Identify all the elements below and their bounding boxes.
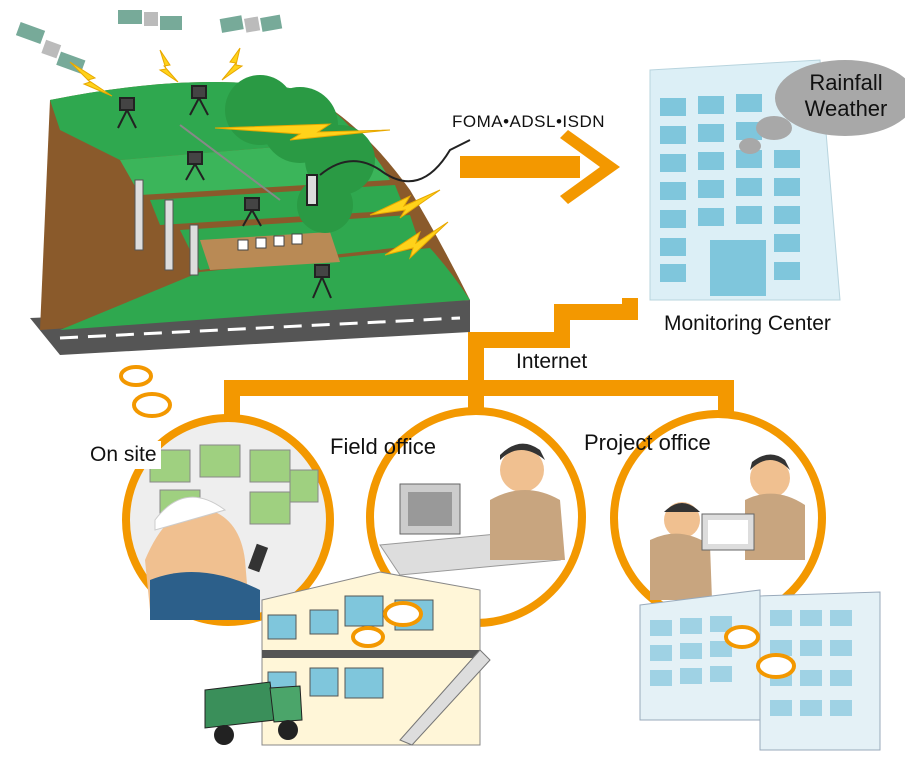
network-types-label: FOMA•ADSL•ISDN xyxy=(452,112,606,131)
rainfall-weather-label: Rainfall Weather xyxy=(796,70,896,122)
slope-sensors xyxy=(117,85,332,299)
project-office-bubbles xyxy=(724,625,796,679)
wireless-signal-icons xyxy=(69,47,449,260)
satellite-right-icon xyxy=(219,14,283,33)
field-office-bubbles xyxy=(351,601,423,648)
internet-label: Internet xyxy=(516,350,588,373)
field-office-circle xyxy=(366,407,586,627)
monitoring-center-label: Monitoring Center xyxy=(664,312,831,335)
project-office-label: Project office xyxy=(584,430,711,455)
on-site-label: On site xyxy=(86,441,161,469)
project-office-building xyxy=(639,589,881,751)
field-office-label: Field office xyxy=(330,434,436,459)
dump-truck-icon xyxy=(204,681,303,745)
cable-line xyxy=(319,139,471,183)
data-transmission-arrow xyxy=(460,130,620,204)
weather-label: Weather xyxy=(804,96,888,121)
rainfall-weather-bubble xyxy=(739,60,905,154)
satellite-center-icon xyxy=(118,10,182,30)
on-site-bubbles xyxy=(119,365,172,418)
rainfall-label: Rainfall xyxy=(809,70,883,95)
